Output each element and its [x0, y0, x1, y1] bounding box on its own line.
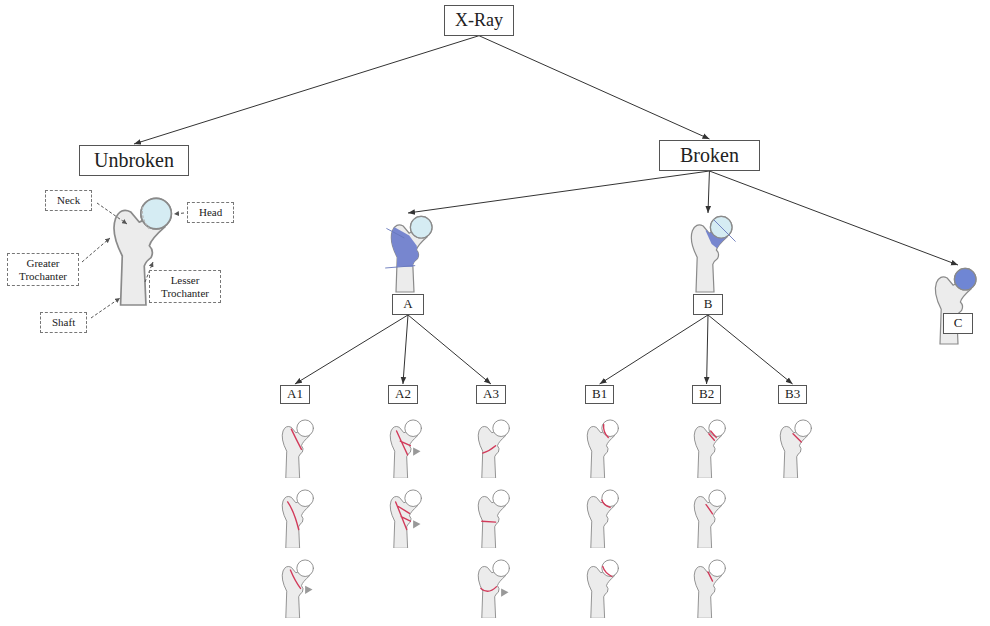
label-box: B [693, 294, 724, 315]
connector-arrow [708, 315, 793, 384]
subtype-box: A3 [476, 385, 506, 404]
connector-arrow [403, 315, 408, 384]
connector-arrow [295, 315, 408, 384]
label-box: A [392, 294, 423, 315]
node-text: A2 [395, 387, 411, 402]
subtype-box: B3 [778, 385, 807, 404]
label-box: C [943, 313, 974, 334]
fracture-type: A [378, 214, 438, 315]
femur-region-icon [934, 266, 982, 311]
node-text: Lesser Trochanter [154, 274, 216, 299]
category-box: Unbroken [79, 145, 189, 176]
part-label: Head [187, 202, 234, 223]
femur-region-icon [678, 214, 738, 292]
fracture-type: C [934, 266, 982, 334]
subtype-box: A1 [280, 385, 310, 404]
part-label: Neck [45, 190, 92, 211]
node-text: A3 [483, 387, 499, 402]
node-text: Neck [57, 194, 80, 207]
connector-arrow [708, 171, 709, 213]
connector-arrow [479, 36, 709, 139]
connector-arrow [408, 171, 709, 213]
subtype-box: B2 [692, 385, 721, 404]
node-text: A [403, 297, 412, 312]
fracture-type: B [678, 214, 738, 315]
node-text: A1 [287, 387, 303, 402]
femur-region-icon [378, 214, 438, 292]
node-text: C [954, 316, 963, 331]
node-text: Head [199, 206, 222, 219]
root-box: X-Ray [444, 5, 514, 36]
node-text: B [704, 297, 713, 312]
node-text: Greater Trochanter [12, 257, 74, 282]
node-text: Shaft [52, 316, 75, 329]
part-label: Lesser Trochanter [149, 270, 221, 303]
node-text: B3 [785, 387, 800, 402]
node-text: B2 [699, 387, 714, 402]
node-text: X-Ray [455, 10, 503, 31]
category-box: Broken [659, 140, 760, 171]
part-label: Shaft [40, 312, 87, 333]
connector-arrow [408, 315, 491, 384]
node-text: B1 [592, 387, 607, 402]
subtype-box: B1 [585, 385, 614, 404]
node-text: Broken [680, 144, 739, 167]
connector-arrow [707, 315, 708, 384]
subtype-box: A2 [388, 385, 418, 404]
connector-arrow [709, 171, 958, 265]
node-text: Unbroken [94, 149, 174, 172]
connector-arrow [134, 36, 479, 144]
connector-arrow [600, 315, 708, 384]
part-label: Greater Trochanter [7, 253, 79, 286]
